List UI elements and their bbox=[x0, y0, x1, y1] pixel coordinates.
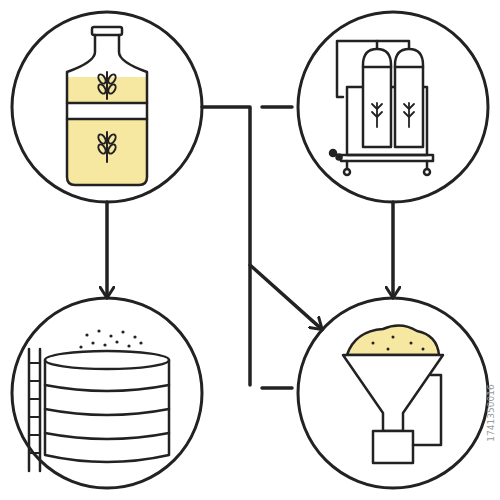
circle-outline bbox=[296, 296, 490, 490]
watermark-number: 1741350016 bbox=[486, 384, 496, 441]
circle-outline bbox=[10, 296, 204, 490]
connector-stub bbox=[248, 265, 252, 385]
flow-arrow bbox=[391, 202, 395, 298]
process-circle bbox=[10, 296, 204, 490]
flow-arrow bbox=[105, 202, 109, 298]
process-circle bbox=[10, 10, 204, 204]
connector-stub bbox=[262, 105, 292, 109]
circle-outline bbox=[296, 10, 490, 204]
process-circle bbox=[296, 10, 490, 204]
funnel-icon bbox=[343, 325, 443, 463]
connector-stub bbox=[262, 386, 292, 390]
process-circle bbox=[296, 296, 490, 490]
tanks-icon bbox=[330, 41, 433, 175]
bottle-icon bbox=[67, 27, 147, 185]
vat-icon bbox=[29, 329, 169, 471]
circle-outline bbox=[10, 10, 204, 204]
